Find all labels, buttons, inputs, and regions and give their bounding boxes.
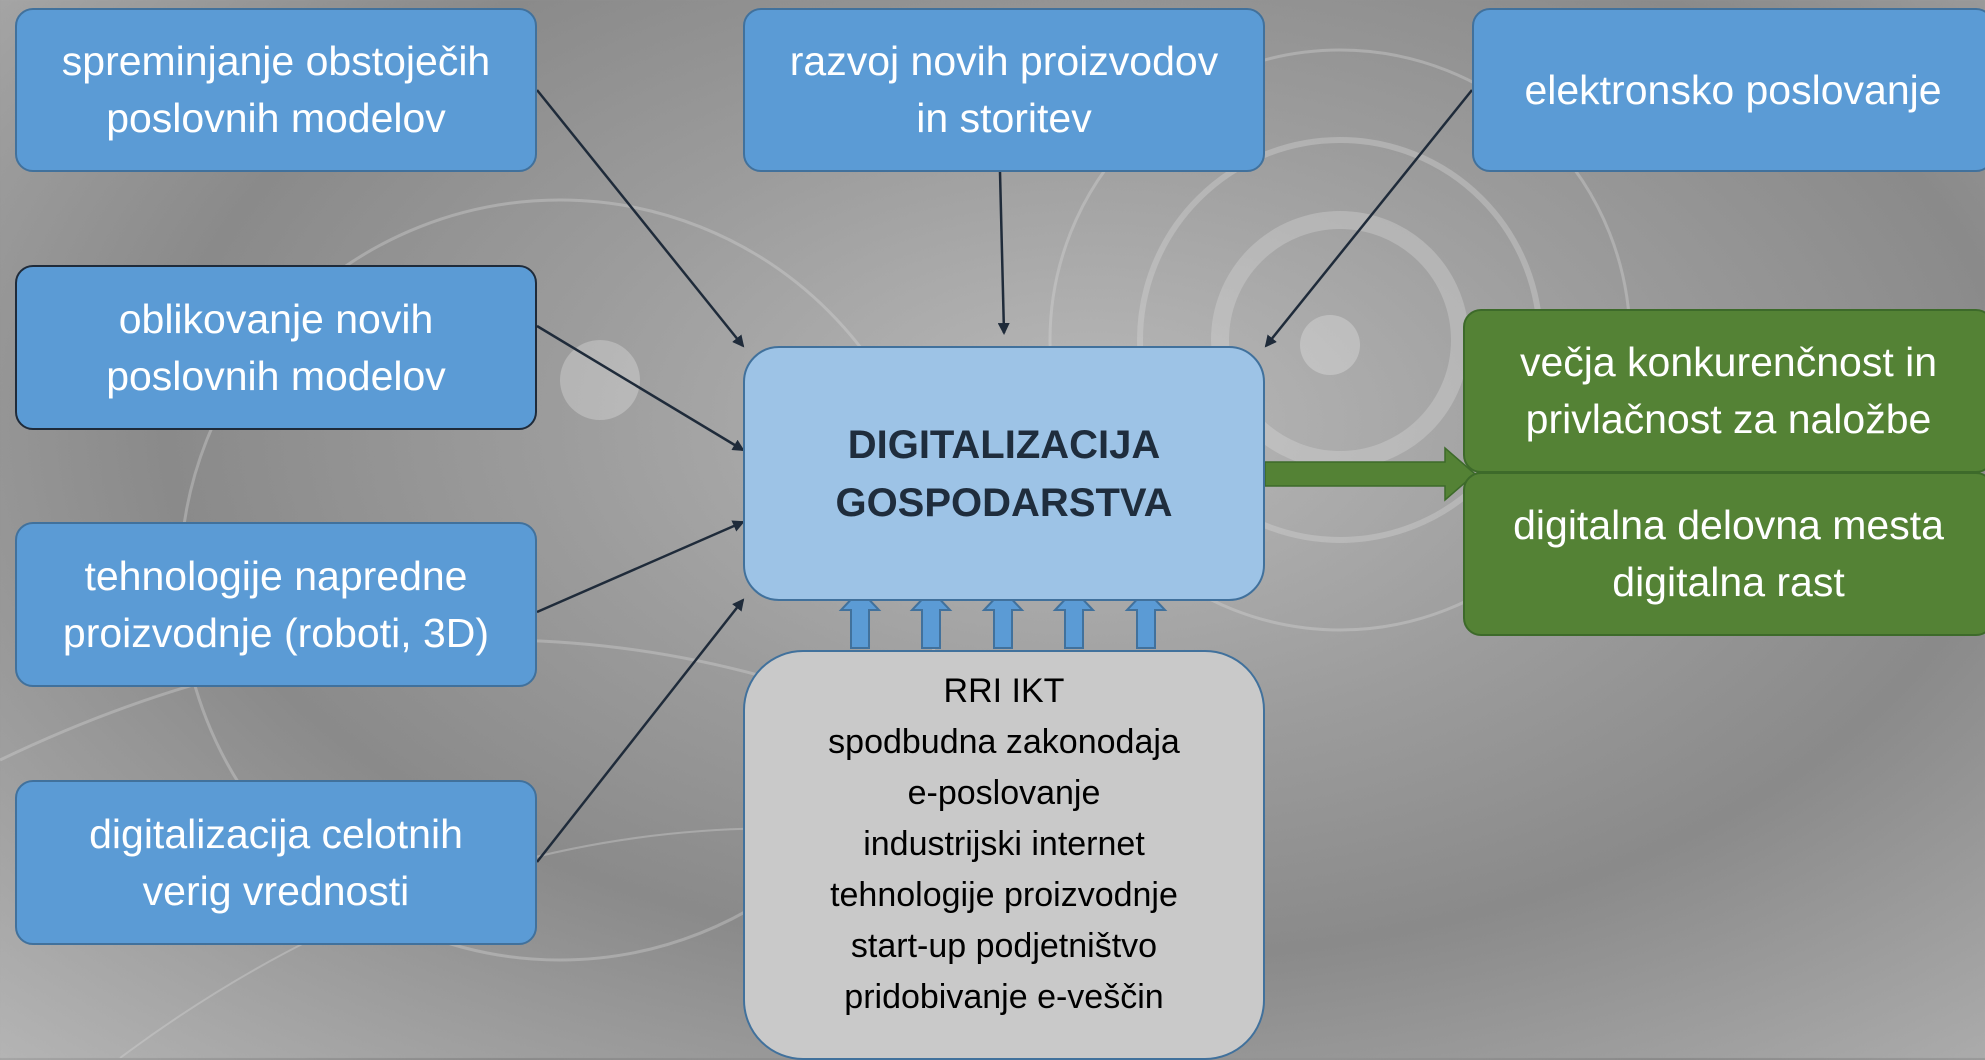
input-box-changing-models: spreminjanje obstoječih poslovnih modelov bbox=[15, 8, 537, 172]
connector-arrow bbox=[536, 324, 745, 452]
output-box-digital-growth: digitalna delovna mesta digitalna rast bbox=[1463, 472, 1985, 636]
box-text: digitalna rast bbox=[1612, 559, 1845, 605]
connector-arrow bbox=[536, 520, 745, 614]
enabler-item: e-poslovanje bbox=[907, 774, 1101, 812]
box-text: digitalna delovna mesta bbox=[1513, 502, 1944, 548]
box-text: oblikovanje novih bbox=[118, 295, 434, 342]
output-arrow bbox=[1264, 446, 1477, 502]
box-text: poslovnih modelov bbox=[106, 95, 446, 141]
enabler-item: RRI IKT bbox=[943, 672, 1065, 710]
center-title: DIGITALIZACIJA bbox=[847, 422, 1161, 467]
center-box-digitalization: DIGITALIZACIJA GOSPODARSTVA bbox=[743, 346, 1265, 601]
input-box-e-business: elektronsko poslovanje bbox=[1472, 8, 1985, 172]
box-text: elektronsko poslovanje bbox=[1524, 66, 1942, 113]
input-box-advanced-tech: tehnologije napredne proizvodnje (roboti,… bbox=[15, 522, 537, 687]
box-text: in storitev bbox=[916, 95, 1092, 141]
enablers-box: RRI IKT spodbudna zakonodaja e-poslovanj… bbox=[743, 650, 1265, 1060]
input-box-value-chains: digitalizacija celotnih verig vrednosti bbox=[15, 780, 537, 945]
box-text: digitalizacija celotnih bbox=[89, 810, 463, 857]
connector-arrow bbox=[1264, 89, 1473, 348]
box-text: proizvodnje (roboti, 3D) bbox=[62, 609, 490, 656]
enabler-item: tehnologije proizvodnje bbox=[830, 876, 1178, 914]
connector-arrow bbox=[536, 598, 745, 863]
center-title: GOSPODARSTVA bbox=[835, 480, 1173, 525]
input-box-new-models: oblikovanje novih poslovnih modelov bbox=[15, 265, 537, 430]
connector-arrow bbox=[997, 171, 1010, 335]
box-text: verig vrednosti bbox=[142, 867, 410, 914]
box-text: privlačnost za naložbe bbox=[1525, 396, 1932, 442]
input-box-new-products: razvoj novih proizvodov in storitev bbox=[743, 8, 1265, 172]
enabler-item: pridobivanje e-veščin bbox=[844, 978, 1164, 1016]
output-box-competitiveness: večja konkurenčnost in privlačnost za nal… bbox=[1463, 309, 1985, 473]
box-text: tehnologije napredne bbox=[84, 552, 468, 599]
enabler-item: start-up podjetništvo bbox=[850, 927, 1158, 965]
box-text: poslovnih modelov bbox=[106, 352, 446, 399]
enabler-item: spodbudna zakonodaja bbox=[828, 723, 1180, 761]
box-text: razvoj novih proizvodov bbox=[789, 38, 1219, 84]
connector-arrow bbox=[536, 89, 745, 348]
box-text: večja konkurenčnost in bbox=[1519, 339, 1938, 385]
box-text: spreminjanje obstoječih bbox=[61, 38, 491, 84]
enabler-item: industrijski internet bbox=[863, 825, 1145, 863]
